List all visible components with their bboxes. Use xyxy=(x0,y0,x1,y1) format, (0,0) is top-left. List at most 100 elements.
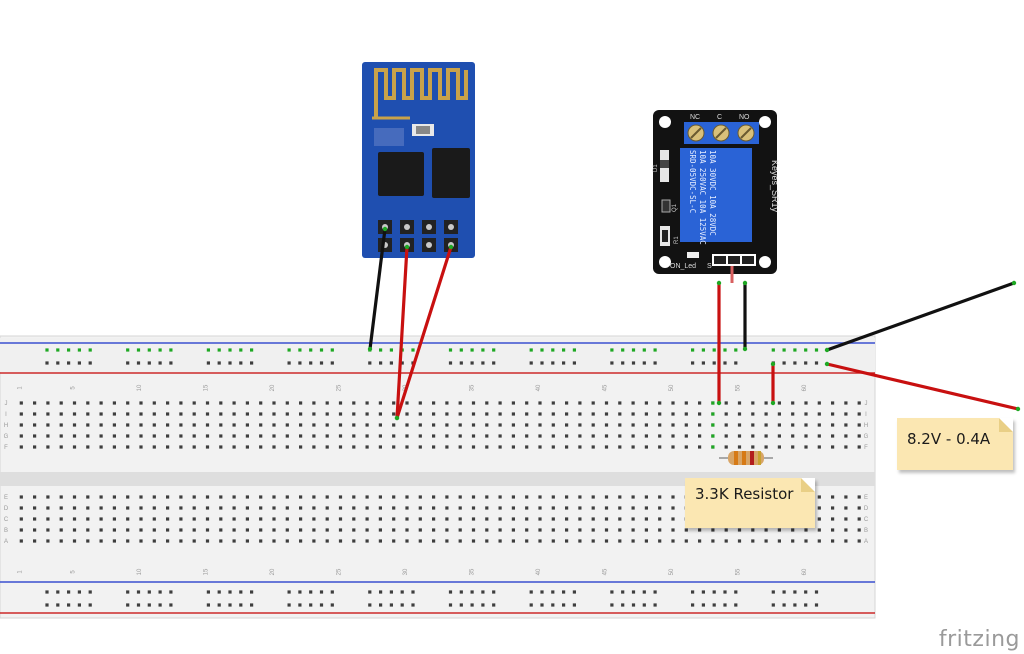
breadboard-hole xyxy=(572,590,576,594)
breadboard-hole xyxy=(192,412,196,416)
breadboard-hole xyxy=(405,506,409,510)
breadboard-hole xyxy=(764,528,768,532)
breadboard-hole xyxy=(701,603,705,607)
breadboard-hole xyxy=(112,445,116,449)
wire-endpoint xyxy=(382,226,388,232)
breadboard-hole xyxy=(259,401,263,405)
breadboard-hole xyxy=(445,412,449,416)
breadboard-hole xyxy=(604,539,609,543)
breadboard-hole xyxy=(112,506,116,510)
breadboard-hole xyxy=(86,539,90,543)
breadboard-hole xyxy=(59,423,63,427)
breadboard-hole xyxy=(653,348,657,352)
breadboard-hole xyxy=(831,412,835,416)
breadboard-hole xyxy=(67,603,71,607)
breadboard-hole xyxy=(538,539,542,543)
breadboard-hole xyxy=(498,401,502,405)
breadboard-hole xyxy=(804,401,808,405)
breadboard-hole xyxy=(352,423,356,427)
breadboard-hole xyxy=(658,517,662,521)
breadboard-hole xyxy=(562,348,566,352)
breadboard-hole xyxy=(481,590,485,594)
breadboard-hole xyxy=(88,590,92,594)
breadboard-hole xyxy=(831,423,835,427)
breadboard-hole xyxy=(299,495,303,499)
breadboard-hole xyxy=(712,361,716,365)
breadboard-hole xyxy=(338,539,343,543)
breadboard-hole xyxy=(804,528,808,532)
column-label: 15 xyxy=(204,568,210,575)
breadboard-hole xyxy=(492,348,496,352)
breadboard-hole xyxy=(804,434,808,438)
breadboard-hole xyxy=(166,539,170,543)
breadboard-hole xyxy=(857,528,861,532)
breadboard-hole xyxy=(458,517,462,521)
breadboard-hole xyxy=(400,590,404,594)
breadboard-hole xyxy=(405,412,409,416)
row-label: C xyxy=(864,517,869,523)
breadboard-hole xyxy=(232,517,236,521)
breadboard-hole xyxy=(631,348,636,352)
breadboard-hole xyxy=(378,528,382,532)
breadboard-hole xyxy=(272,401,276,405)
breadboard-hole xyxy=(724,539,728,543)
breadboard-hole xyxy=(272,423,276,427)
breadboard-hole xyxy=(724,528,728,532)
breadboard-hole xyxy=(219,401,223,405)
breadboard-hole xyxy=(259,506,263,510)
breadboard-hole xyxy=(259,445,263,449)
relay-rating-ac: 10A 250VAC 10A 125VAC xyxy=(698,150,707,245)
breadboard-hole xyxy=(59,495,63,499)
wire-esp-vcc-to-row-29 xyxy=(395,245,409,420)
breadboard-hole xyxy=(45,361,49,365)
wires xyxy=(367,226,1021,421)
breadboard-hole xyxy=(19,434,23,438)
breadboard-hole xyxy=(126,590,130,594)
breadboard-hole xyxy=(139,539,143,543)
breadboard-hole xyxy=(166,517,170,521)
breadboard-hole xyxy=(338,506,343,510)
breadboard-hole xyxy=(166,495,170,499)
breadboard-hole xyxy=(485,423,489,427)
row-label: B xyxy=(4,528,8,534)
breadboard-hole xyxy=(33,412,37,416)
breadboard-hole xyxy=(239,361,243,365)
breadboard-hole xyxy=(126,495,130,499)
breadboard-hole xyxy=(59,412,63,416)
breadboard-hole xyxy=(239,603,243,607)
breadboard-hole xyxy=(777,434,781,438)
breadboard-hole xyxy=(529,361,533,365)
breadboard-hole xyxy=(511,412,515,416)
breadboard-hole xyxy=(723,348,727,352)
breadboard-hole xyxy=(658,401,662,405)
breadboard-hole xyxy=(272,528,276,532)
breadboard-hole xyxy=(59,434,63,438)
breadboard-hole xyxy=(365,445,369,449)
breadboard-hole xyxy=(179,517,183,521)
breadboard-hole xyxy=(139,423,143,427)
breadboard-hole xyxy=(653,590,657,594)
breadboard-hole xyxy=(33,528,37,532)
breadboard-hole xyxy=(259,517,263,521)
breadboard-hole xyxy=(56,590,60,594)
breadboard-hole xyxy=(734,348,738,352)
breadboard-hole xyxy=(814,603,819,607)
breadboard-hole xyxy=(325,528,329,532)
breadboard-hole xyxy=(245,412,249,416)
breadboard-hole xyxy=(179,412,183,416)
breadboard-hole xyxy=(511,528,515,532)
breadboard-hole xyxy=(99,539,103,543)
row-label: C xyxy=(4,517,9,523)
breadboard-hole xyxy=(392,401,396,405)
breadboard-hole xyxy=(250,361,254,365)
breadboard-hole xyxy=(764,539,768,543)
breadboard-hole xyxy=(857,401,861,405)
breadboard-hole xyxy=(312,528,316,532)
breadboard-hole xyxy=(565,528,569,532)
breadboard-hole xyxy=(817,445,821,449)
breadboard-hole xyxy=(684,434,688,438)
breadboard-hole xyxy=(621,590,625,594)
breadboard-hole xyxy=(644,445,648,449)
breadboard-hole xyxy=(392,445,396,449)
